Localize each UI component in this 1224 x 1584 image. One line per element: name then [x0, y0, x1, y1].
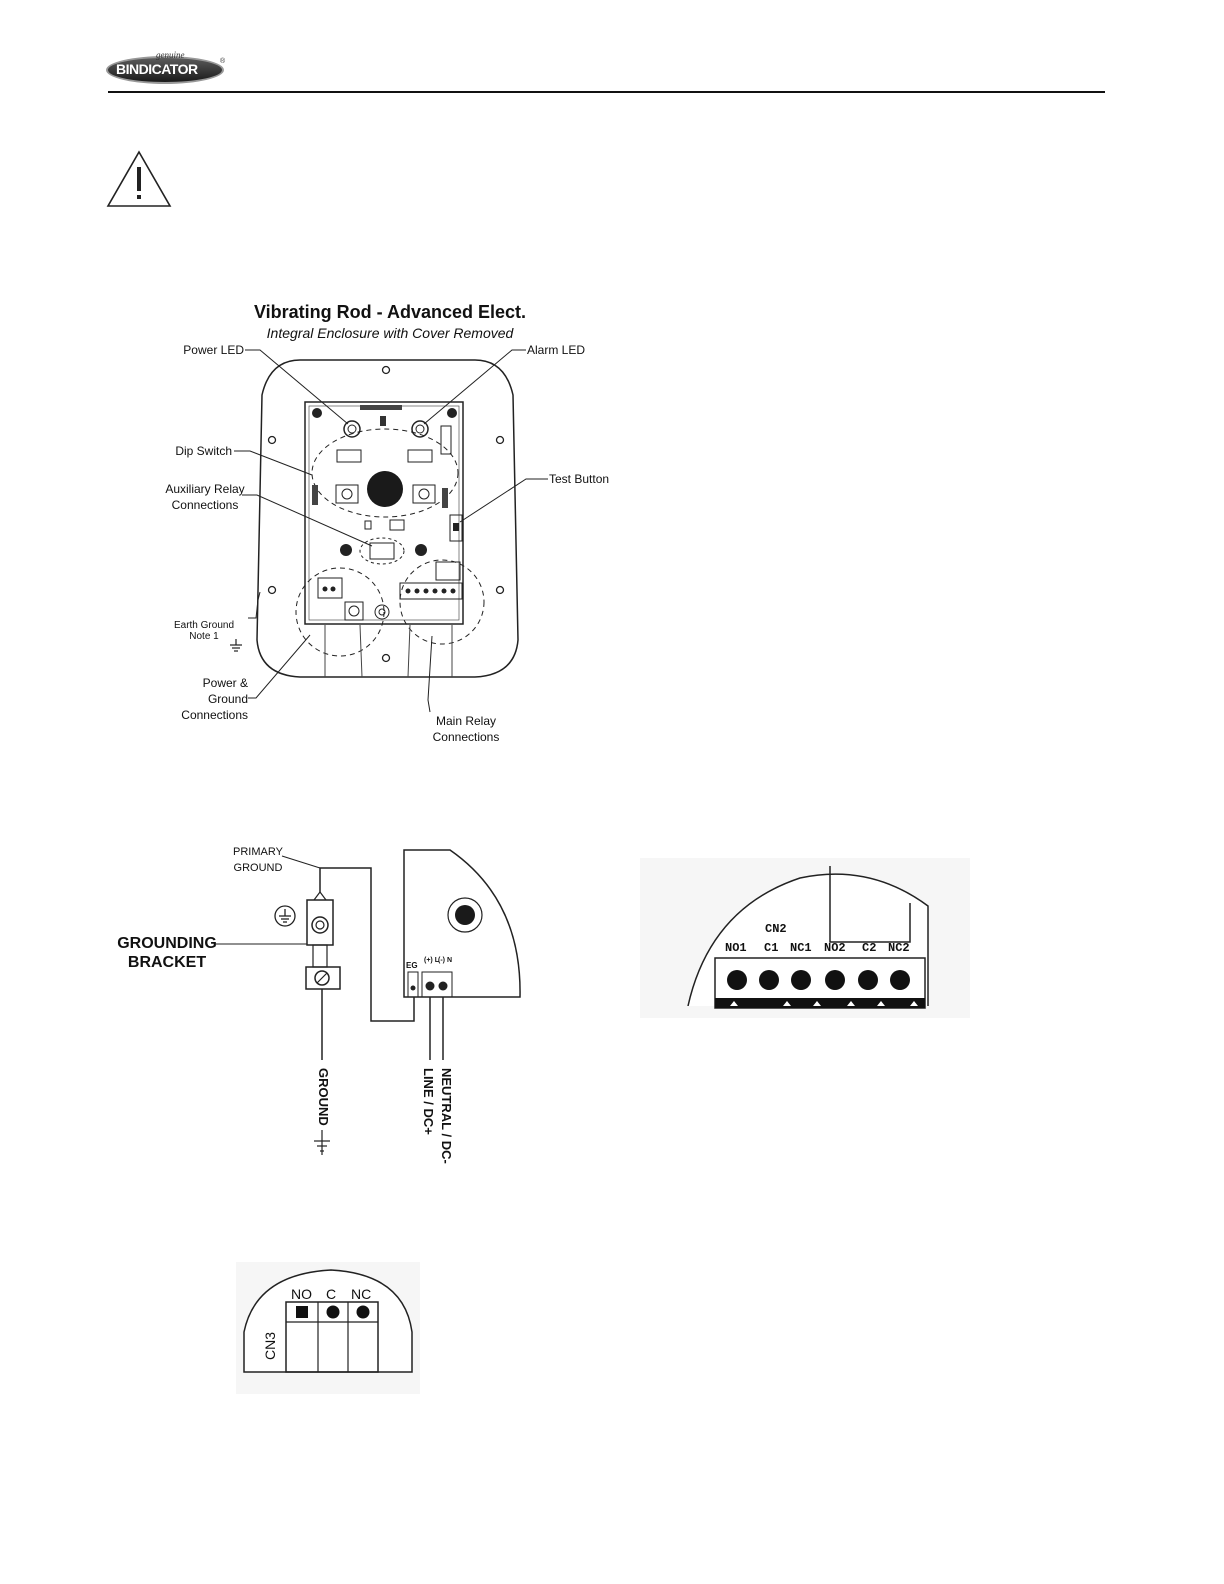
cn3-label-nc: NC [351, 1286, 372, 1302]
label-dip-switch: Dip Switch [175, 444, 232, 458]
enclosure-housing [256, 359, 519, 678]
figure-subtitle: Integral Enclosure with Cover Removed [266, 325, 514, 341]
label-aux-relay-2: Connections [171, 498, 239, 512]
cn3-label-c: C [326, 1286, 337, 1302]
label-minus-n: (-) N [438, 957, 452, 964]
logo-registered-mark: ® [220, 58, 226, 65]
cn2-diagram [640, 858, 970, 1018]
cn3-diagram [236, 1262, 420, 1394]
label-test-button: Test Button [549, 472, 610, 486]
cn3-terminal-no [296, 1306, 308, 1318]
header-rule [108, 91, 1105, 93]
label-plus-l: (+) L [424, 957, 439, 964]
label-ground: GROUND [316, 1068, 331, 1126]
cn2-terminal-c2: C2 [862, 941, 877, 955]
label-earth-ground-2: Note 1 [189, 631, 219, 642]
warning-triangle-icon [106, 150, 172, 207]
protective-earth-icon [274, 905, 296, 927]
circuit-board [304, 401, 464, 625]
label-main-relay-2: Connections [432, 730, 500, 744]
label-neutral-dc-minus: NEUTRAL / DC- [439, 1068, 454, 1164]
label-alarm-led: Alarm LED [527, 343, 586, 357]
cn3-label: CN3 [262, 1331, 278, 1360]
cn3-terminal-c [326, 1305, 340, 1319]
buzzer [367, 471, 403, 507]
label-grounding-bracket-1: GROUNDING [117, 935, 217, 952]
label-power-ground-3: Connections [181, 708, 248, 722]
logo-oval [106, 56, 224, 84]
cn3-terminal-block [285, 1301, 379, 1373]
test-button [453, 523, 459, 531]
grounding-diagram [215, 849, 521, 1155]
alarm-led [411, 420, 429, 438]
cn2-terminal-no2: NO2 [824, 941, 846, 955]
board-outline [403, 849, 521, 998]
label-primary-ground-2: GROUND [233, 862, 283, 874]
cn2-label: CN2 [765, 922, 787, 936]
label-power-ground-1: Power & [202, 676, 248, 690]
label-power-ground-2: Ground [207, 692, 248, 706]
label-primary-ground-1: PRIMARY [233, 846, 283, 858]
label-line-dc-plus: LINE / DC+ [421, 1068, 436, 1135]
ground-symbol-icon [314, 1130, 330, 1155]
bindicator-logo: genuine BINDICATOR ® [106, 50, 230, 86]
cn3-label-no: NO [291, 1286, 312, 1302]
label-earth-ground-1: Earth Ground [173, 620, 235, 631]
cn2-terminal-c1: C1 [764, 941, 779, 955]
logo-brand-text: BINDICATOR [116, 61, 198, 77]
power-led [343, 420, 361, 438]
cn2-terminal-nc1: NC1 [790, 941, 812, 955]
dip-switch-area [311, 428, 459, 518]
figure-title: Vibrating Rod - Advanced Elect. [253, 302, 527, 322]
label-main-relay-1: Main Relay [435, 714, 497, 728]
primary-ground-wire [319, 867, 415, 1022]
label-power-led: Power LED [183, 343, 244, 357]
cn2-terminal-no1: NO1 [725, 941, 747, 955]
enclosure-diagram [230, 349, 548, 713]
label-aux-relay-1: Auxiliary Relay [165, 482, 245, 496]
leader-lines [234, 349, 548, 713]
mounting-holes [267, 365, 505, 663]
earth-ground-icon [230, 639, 242, 652]
logo-genuine-text: genuine [156, 50, 185, 60]
cn3-terminal-nc [356, 1305, 370, 1319]
label-eg: EG [406, 961, 418, 970]
label-grounding-bracket-2: BRACKET [127, 954, 207, 971]
cn2-terminal-nc2: NC2 [888, 941, 910, 955]
cn2-terminals [727, 970, 910, 990]
